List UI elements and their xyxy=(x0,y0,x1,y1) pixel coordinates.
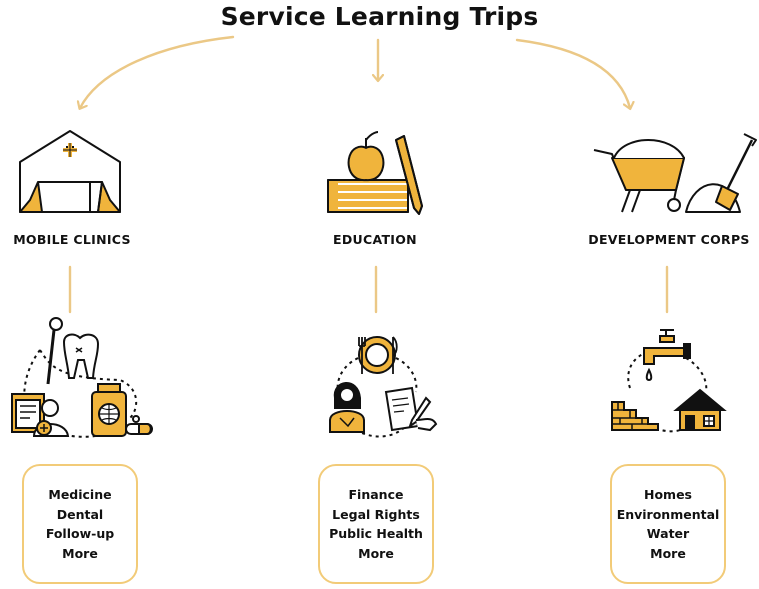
arrow-right xyxy=(515,38,630,108)
clipboard-patient-icon xyxy=(11,393,70,437)
list-item: Dental xyxy=(56,506,104,522)
wheelbarrow-shovel-icon xyxy=(593,133,757,213)
teacher-woman-icon xyxy=(329,382,365,433)
list-item: Homes xyxy=(644,487,692,502)
dashed-circle xyxy=(336,357,418,438)
water-faucet-icon xyxy=(643,329,691,382)
brick-stairs-icon xyxy=(611,401,659,431)
dental-mirror-icon xyxy=(46,317,63,385)
list-item: More xyxy=(650,545,686,561)
plate-fork-knife-icon xyxy=(358,336,398,374)
list-item: Follow-up xyxy=(45,526,115,541)
education-items-box: Finance Legal Rights Public Health More xyxy=(318,464,434,584)
development-sub-icons xyxy=(611,329,727,433)
list-item: Finance xyxy=(348,487,404,502)
books-apple-pencil-icon xyxy=(327,131,423,215)
tooth-icon xyxy=(62,333,100,379)
list-item: Legal Rights xyxy=(332,506,420,522)
pills-icon xyxy=(125,415,153,435)
education-sub-icons xyxy=(329,336,438,438)
connector-lines xyxy=(68,265,669,314)
list-item: More xyxy=(62,545,98,561)
list-item: Water xyxy=(646,526,690,541)
category-label-development-corps: DEVELOPMENT CORPS xyxy=(588,232,750,247)
medicine-bottle-icon xyxy=(91,383,127,437)
list-item: Public Health xyxy=(329,526,423,541)
house-icon xyxy=(673,388,727,431)
list-item: More xyxy=(358,545,394,561)
page-title: Service Learning Trips xyxy=(220,2,539,31)
development-corps-items-box: Homes Environmental Water More xyxy=(610,464,726,584)
document-signing-icon xyxy=(384,386,438,432)
tent-clinic-icon xyxy=(19,130,121,213)
mobile-clinics-items-box: Medicine Dental Follow-up More xyxy=(22,464,138,584)
list-item: Environmental xyxy=(616,506,720,522)
category-label-education: EDUCATION xyxy=(333,232,417,247)
list-item: Medicine xyxy=(48,487,112,502)
arrow-left xyxy=(80,35,235,108)
category-label-mobile-clinics: MOBILE CLINICS xyxy=(13,232,131,247)
clinic-sub-icons xyxy=(11,317,153,438)
branch-arrows xyxy=(80,35,630,108)
